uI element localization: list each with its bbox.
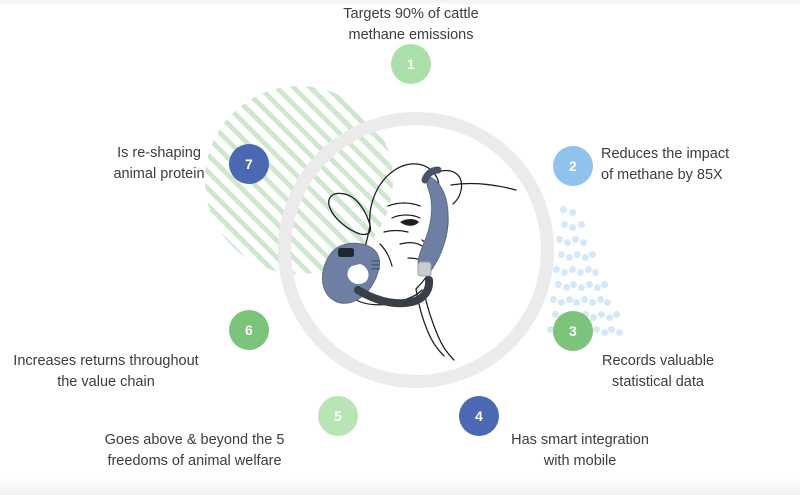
caption-1-line-1: Targets 90% of cattle xyxy=(343,6,479,22)
methane-dot xyxy=(577,221,585,228)
badge-1[interactable]: 1 xyxy=(391,44,431,84)
methane-dot xyxy=(580,239,588,246)
methane-dot xyxy=(616,329,624,336)
methane-dot xyxy=(589,251,597,258)
caption-4-line-1: Has smart integration xyxy=(511,432,649,448)
methane-dot xyxy=(613,311,621,318)
methane-dot xyxy=(596,296,604,303)
methane-dot xyxy=(547,326,555,333)
methane-dot xyxy=(562,284,570,291)
caption-2-line-1: Reduces the impact xyxy=(601,146,730,162)
caption-7-line-1: Is re-shaping xyxy=(117,145,201,161)
methane-dot xyxy=(585,281,593,288)
methane-dot xyxy=(597,311,605,318)
methane-dot xyxy=(601,281,609,288)
caption-6-line-1: Increases returns throughout xyxy=(13,353,199,369)
caption-7: Is re-shaping animal protein xyxy=(101,143,217,185)
caption-2: Reduces the impact of methane by 85X xyxy=(601,144,729,186)
badge-7[interactable]: 7 xyxy=(229,144,269,184)
methane-dot xyxy=(581,254,589,261)
methane-dot xyxy=(593,284,601,291)
methane-dot xyxy=(592,269,600,276)
bottom-edge-band xyxy=(0,479,800,495)
badge-3[interactable]: 3 xyxy=(553,311,593,351)
methane-dot xyxy=(561,269,569,276)
caption-1: Targets 90% of cattle methane emissions xyxy=(331,4,491,46)
methane-dot xyxy=(608,326,616,333)
methane-dot xyxy=(553,266,561,273)
methane-dot xyxy=(581,296,589,303)
methane-dot xyxy=(569,224,577,231)
caption-7-line-2: animal protein xyxy=(113,166,205,182)
methane-dot xyxy=(559,206,567,213)
methane-dot xyxy=(605,314,613,321)
methane-dot xyxy=(590,314,598,321)
caption-3-line-2: statistical data xyxy=(612,374,704,390)
methane-dot xyxy=(550,296,558,303)
methane-dot xyxy=(578,284,585,291)
caption-1-line-2: methane emissions xyxy=(348,27,474,43)
methane-dot xyxy=(600,329,608,336)
caption-6-line-2: the value chain xyxy=(57,374,155,390)
caption-5: Goes above & beyond the 5 freedoms of an… xyxy=(98,430,291,472)
methane-dot xyxy=(573,299,581,306)
caption-3-line-1: Records valuable xyxy=(601,353,715,369)
methane-dot xyxy=(572,236,580,243)
badge-6[interactable]: 6 xyxy=(229,310,269,350)
methane-dot xyxy=(554,281,562,288)
methane-dot xyxy=(584,266,592,273)
caption-4-line-2: with mobile xyxy=(543,453,617,469)
methane-dot xyxy=(564,239,572,246)
methane-dot xyxy=(556,236,564,243)
caption-4: Has smart integration with mobile xyxy=(505,430,655,472)
caption-2-line-2: of methane by 85X xyxy=(601,167,723,183)
badge-4[interactable]: 4 xyxy=(459,396,499,436)
methane-dot xyxy=(565,296,573,303)
methane-dot xyxy=(565,254,573,261)
methane-dot xyxy=(576,269,584,276)
cow-head-with-methane-mask-illustration xyxy=(288,140,538,365)
methane-dot xyxy=(582,311,590,318)
caption-6: Increases returns throughout the value c… xyxy=(7,351,205,393)
caption-5-line-1: Goes above & beyond the 5 xyxy=(104,432,285,448)
badge-2[interactable]: 2 xyxy=(553,146,593,186)
methane-dot xyxy=(573,251,581,258)
methane-dot xyxy=(557,251,565,258)
methane-dot xyxy=(568,209,576,216)
methane-dot xyxy=(593,326,601,333)
caption-3: Records valuable statistical data xyxy=(594,351,722,393)
methane-dot xyxy=(568,266,576,273)
badge-5[interactable]: 5 xyxy=(318,396,358,436)
methane-dot xyxy=(570,281,578,288)
methane-dot xyxy=(588,299,596,306)
caption-5-line-2: freedoms of animal welfare xyxy=(107,453,282,469)
methane-dot xyxy=(557,299,565,306)
methane-dot xyxy=(604,299,612,306)
methane-dot xyxy=(551,311,559,318)
methane-dot xyxy=(561,221,568,228)
